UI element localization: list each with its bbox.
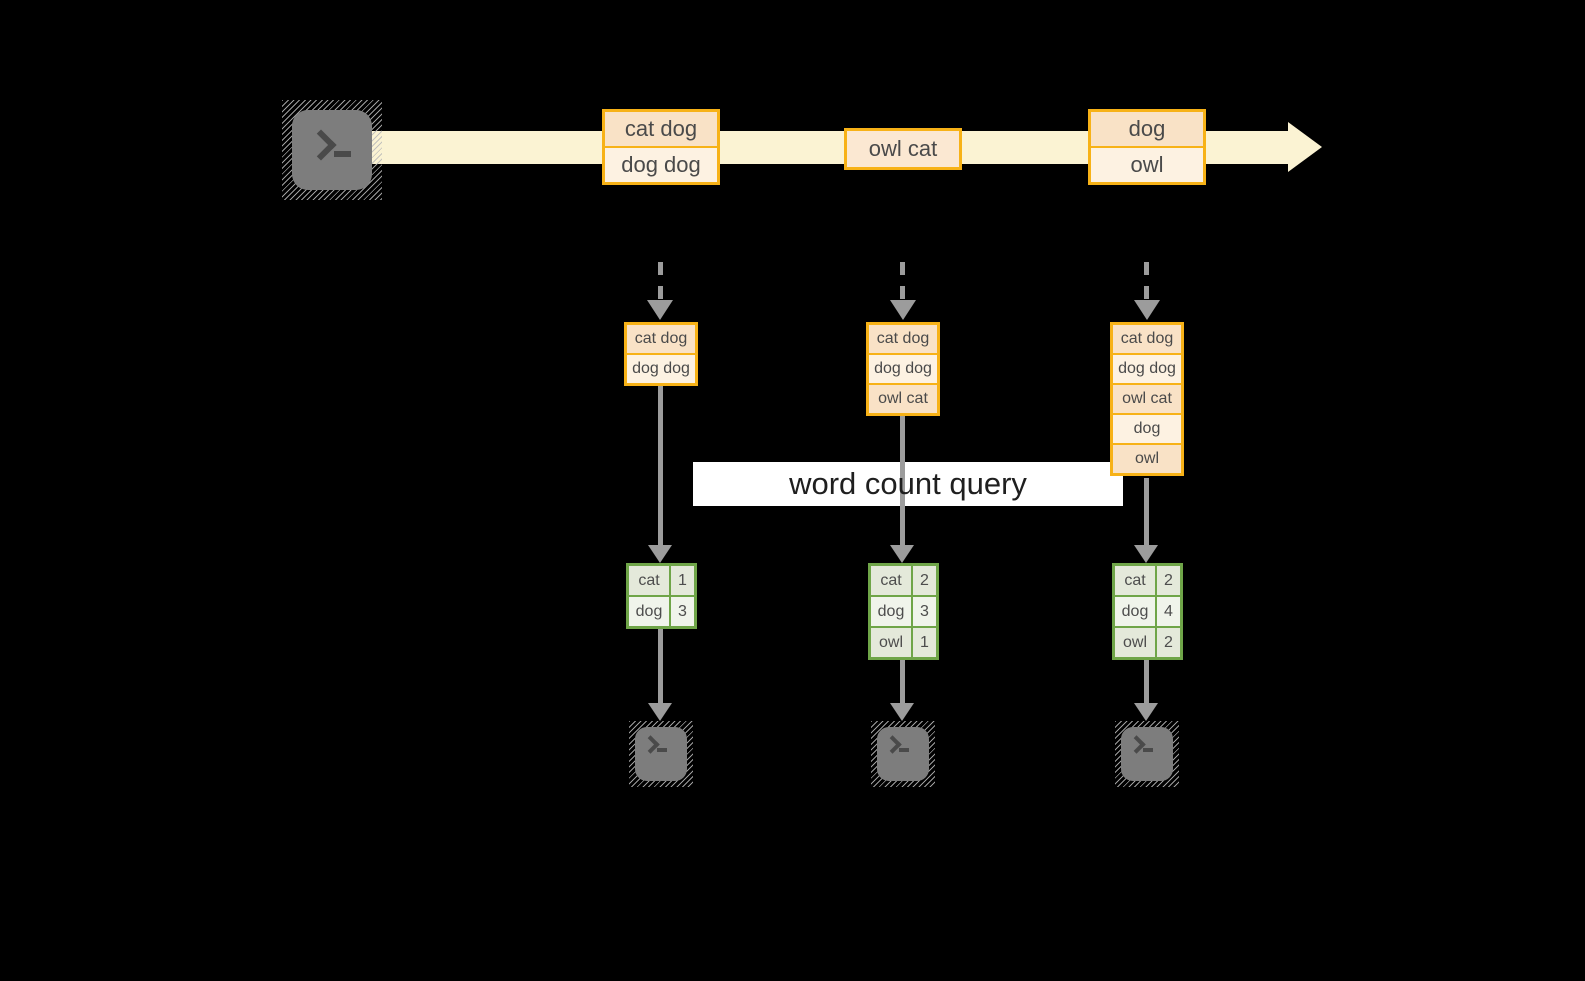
query-band xyxy=(693,462,1123,506)
word-cell: cat xyxy=(629,566,669,595)
stream-event-group-2: owl cat xyxy=(844,128,962,170)
terminal-cursor-icon xyxy=(1143,748,1153,752)
arrowhead-icon xyxy=(1134,545,1158,563)
terminal-screen xyxy=(292,110,372,190)
wordcount-table-3: cat 2 dog 4 owl 2 xyxy=(1112,563,1183,660)
stream-arrowhead-icon xyxy=(1288,122,1322,172)
count-cell: 3 xyxy=(913,597,936,626)
state-row: dog dog xyxy=(1113,355,1181,383)
ingest-arrow-dashed xyxy=(658,262,663,300)
terminal-cursor-icon xyxy=(899,748,909,752)
word-cell: dog xyxy=(871,597,911,626)
stream-event: owl cat xyxy=(847,131,959,167)
arrowhead-icon xyxy=(647,300,673,320)
count-cell: 2 xyxy=(913,566,936,595)
arrowhead-icon xyxy=(1134,300,1160,320)
stream-event-group-3: dog owl xyxy=(1088,109,1206,185)
count-cell: 1 xyxy=(671,566,694,595)
table-row: cat 2 xyxy=(871,566,936,595)
word-cell: cat xyxy=(871,566,911,595)
ingest-arrow-dashed xyxy=(900,262,905,300)
wordcount-table-1: cat 1 dog 3 xyxy=(626,563,697,629)
stream-event-group-1: cat dog dog dog xyxy=(602,109,720,185)
table-row: cat 2 xyxy=(1115,566,1180,595)
state-row: dog dog xyxy=(869,355,937,383)
count-cell: 2 xyxy=(1157,566,1180,595)
state-row: cat dog xyxy=(627,325,695,353)
state-row: owl cat xyxy=(1113,385,1181,413)
state-row: dog dog xyxy=(627,355,695,383)
stream-event: owl xyxy=(1091,148,1203,182)
word-cell: owl xyxy=(1115,628,1155,657)
terminal-cursor-icon xyxy=(334,151,351,157)
state-buffer-3: cat dog dog dog owl cat dog owl xyxy=(1110,322,1184,476)
word-cell: dog xyxy=(629,597,669,626)
ingest-arrow-dashed xyxy=(1144,262,1149,300)
source-terminal-icon xyxy=(282,100,382,200)
arrowhead-icon xyxy=(1134,703,1158,721)
stream-event: dog dog xyxy=(605,148,717,182)
terminal-cursor-icon xyxy=(657,748,667,752)
flow-line xyxy=(658,386,663,545)
word-cell: cat xyxy=(1115,566,1155,595)
table-row: owl 1 xyxy=(871,628,936,657)
arrowhead-icon xyxy=(890,703,914,721)
state-row: owl cat xyxy=(869,385,937,413)
table-row: cat 1 xyxy=(629,566,694,595)
state-buffer-1: cat dog dog dog xyxy=(624,322,698,386)
sink-terminal-icon xyxy=(871,721,935,787)
query-label: word count query xyxy=(789,466,1027,501)
count-cell: 3 xyxy=(671,597,694,626)
table-row: dog 4 xyxy=(1115,597,1180,626)
arrowhead-icon xyxy=(648,703,672,721)
table-row: dog 3 xyxy=(629,597,694,626)
state-row: owl xyxy=(1113,445,1181,473)
terminal-prompt-icon xyxy=(305,129,337,161)
stream-event: dog xyxy=(1091,112,1203,146)
table-row: dog 3 xyxy=(871,597,936,626)
count-cell: 2 xyxy=(1157,628,1180,657)
flow-line xyxy=(900,660,905,703)
sink-terminal-icon xyxy=(1115,721,1179,787)
wordcount-table-2: cat 2 dog 3 owl 1 xyxy=(868,563,939,660)
sink-terminal-icon xyxy=(629,721,693,787)
word-cell: owl xyxy=(871,628,911,657)
terminal-screen xyxy=(1121,727,1173,781)
state-row: dog xyxy=(1113,415,1181,443)
flow-line xyxy=(1144,660,1149,703)
state-row: cat dog xyxy=(869,325,937,353)
count-cell: 1 xyxy=(913,628,936,657)
stream-event: cat dog xyxy=(605,112,717,146)
state-row: cat dog xyxy=(1113,325,1181,353)
terminal-screen xyxy=(635,727,687,781)
arrowhead-icon xyxy=(890,545,914,563)
flow-line xyxy=(900,414,905,545)
arrowhead-icon xyxy=(648,545,672,563)
table-row: owl 2 xyxy=(1115,628,1180,657)
terminal-screen xyxy=(877,727,929,781)
flow-line xyxy=(1144,478,1149,545)
arrowhead-icon xyxy=(890,300,916,320)
word-cell: dog xyxy=(1115,597,1155,626)
count-cell: 4 xyxy=(1157,597,1180,626)
state-buffer-2: cat dog dog dog owl cat xyxy=(866,322,940,416)
flow-line xyxy=(658,629,663,703)
